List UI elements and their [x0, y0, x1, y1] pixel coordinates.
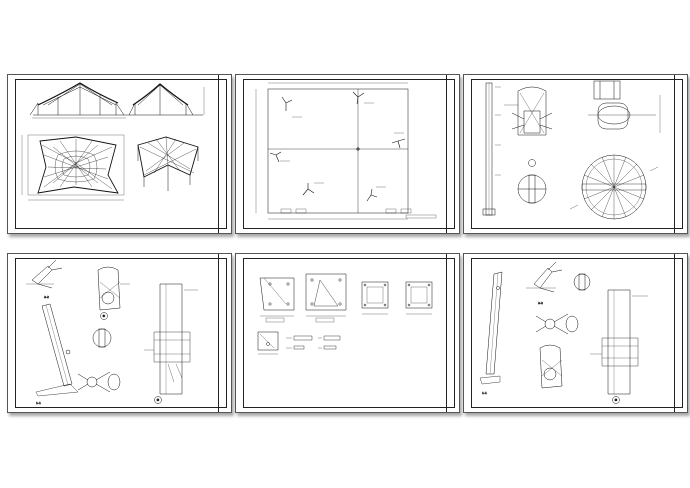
- inclined-column: 1-1: [35, 303, 79, 405]
- title-block-line: [218, 254, 219, 412]
- detail-marker: ②: [615, 398, 618, 402]
- bolt-detail: [77, 371, 121, 393]
- detail-1: [517, 159, 547, 204]
- anchor-plate-detail: 2-2: [526, 261, 563, 305]
- anchor-points: [269, 91, 406, 202]
- bolt-detail: [535, 313, 579, 335]
- drawing-frame: [243, 79, 455, 229]
- title-block-line: [446, 254, 447, 412]
- ring-detail: [573, 273, 591, 291]
- inclined-column: 1-1: [479, 271, 503, 395]
- plate-e: [257, 331, 279, 355]
- ring-plan: [569, 154, 659, 220]
- sheet-column-detail-a[interactable]: 2-2 1-1 ①: [7, 253, 232, 413]
- sheet-5-linework: [257, 273, 433, 355]
- sheet-mast-head-detail[interactable]: [463, 74, 688, 234]
- drawing-frame: [471, 79, 683, 229]
- side-elevation: [128, 83, 205, 116]
- pipe-joint: [539, 344, 563, 389]
- section-label: 1-1: [482, 391, 487, 395]
- title-block-line: [218, 75, 219, 233]
- sheet-1-linework: [21, 82, 205, 201]
- sheet-plate-details[interactable]: [235, 253, 460, 413]
- stiffener-details: [286, 335, 341, 350]
- sheet-6-linework: 1-1 2-2: [479, 261, 648, 404]
- section-label: 2-2: [538, 301, 543, 305]
- drawing-frame: [15, 79, 227, 229]
- main-column: ②: [590, 289, 648, 404]
- sheet-anchor-layout[interactable]: [235, 74, 460, 234]
- plate-d: [405, 281, 433, 315]
- perspective-view: [137, 136, 199, 191]
- plate-b: [305, 273, 347, 323]
- anchor-plate-detail: 2-2: [26, 259, 63, 299]
- sheet-3-linework: [482, 80, 661, 220]
- sheet-4-linework: 2-2 1-1 ①: [26, 259, 198, 405]
- title-block-line: [446, 75, 447, 233]
- detail-1: ①: [92, 312, 112, 348]
- mast-elevation: [482, 82, 501, 216]
- drawing-frame: [471, 258, 683, 408]
- roof-plan: [21, 134, 125, 201]
- plate-c: [361, 281, 389, 315]
- mast-head: [504, 86, 553, 136]
- drawing-frame: [243, 258, 455, 408]
- title-block-line: [674, 254, 675, 412]
- sheet-column-detail-b[interactable]: 1-1 2-2: [463, 253, 688, 413]
- head-plan: [588, 80, 661, 133]
- sheet-2-linework: [255, 82, 437, 220]
- detail-marker: ①: [103, 314, 106, 318]
- pipe-joint: [97, 266, 130, 311]
- section-label: 2-2: [44, 295, 49, 299]
- sheet-elevation-plan[interactable]: [7, 74, 232, 234]
- front-elevation: [29, 82, 128, 119]
- section-label: 1-1: [36, 401, 41, 405]
- title-block-line: [674, 75, 675, 233]
- plate-a: [259, 277, 295, 323]
- detail-marker: ②: [157, 398, 160, 402]
- main-column: ②: [144, 283, 198, 404]
- drawing-frame: [15, 258, 227, 408]
